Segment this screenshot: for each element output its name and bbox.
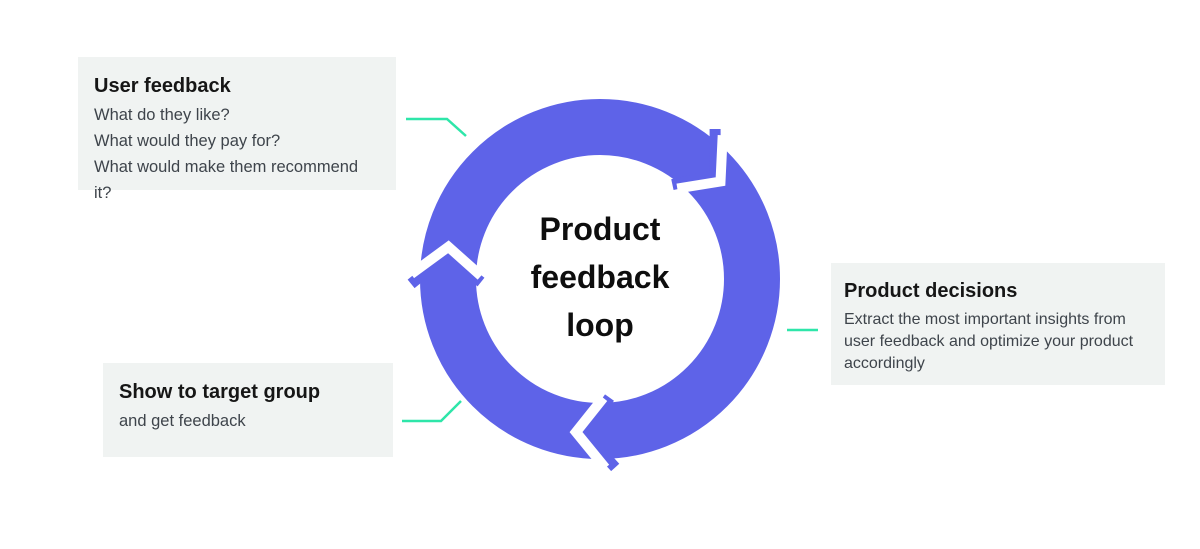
- card-text-line: What would make them recommend it?: [94, 158, 359, 202]
- clockwise-arrow-icon: [671, 128, 728, 194]
- user-feedback-card: User feedback What do they like? What wo…: [78, 57, 396, 202]
- card-body-text: Extract the most important insights from…: [844, 311, 1134, 372]
- loop-title: Product feedback loop: [450, 205, 750, 349]
- card-title: User feedback: [94, 75, 231, 97]
- clockwise-arrow-icon: [407, 240, 485, 289]
- product-decisions-card: Product decisions Extract the most impor…: [831, 263, 1165, 385]
- card-text-line: What do they like?: [94, 106, 230, 124]
- loop-title-line: loop: [566, 307, 634, 343]
- card-text-line: and get feedback: [119, 412, 246, 430]
- loop-ring: [420, 99, 780, 459]
- connector-line-show-target: [402, 400, 462, 423]
- card-text-line: What would they pay for?: [94, 132, 281, 150]
- clockwise-arrow-icon: [569, 394, 620, 472]
- connector-line-user-feedback: [406, 117, 467, 137]
- show-to-target-group-card: Show to target group and get feedback: [103, 363, 393, 457]
- loop-title-line: Product: [539, 211, 661, 247]
- card-title: Product decisions: [844, 280, 1018, 302]
- card-title: Show to target group: [119, 381, 321, 403]
- loop-title-line: feedback: [530, 259, 670, 295]
